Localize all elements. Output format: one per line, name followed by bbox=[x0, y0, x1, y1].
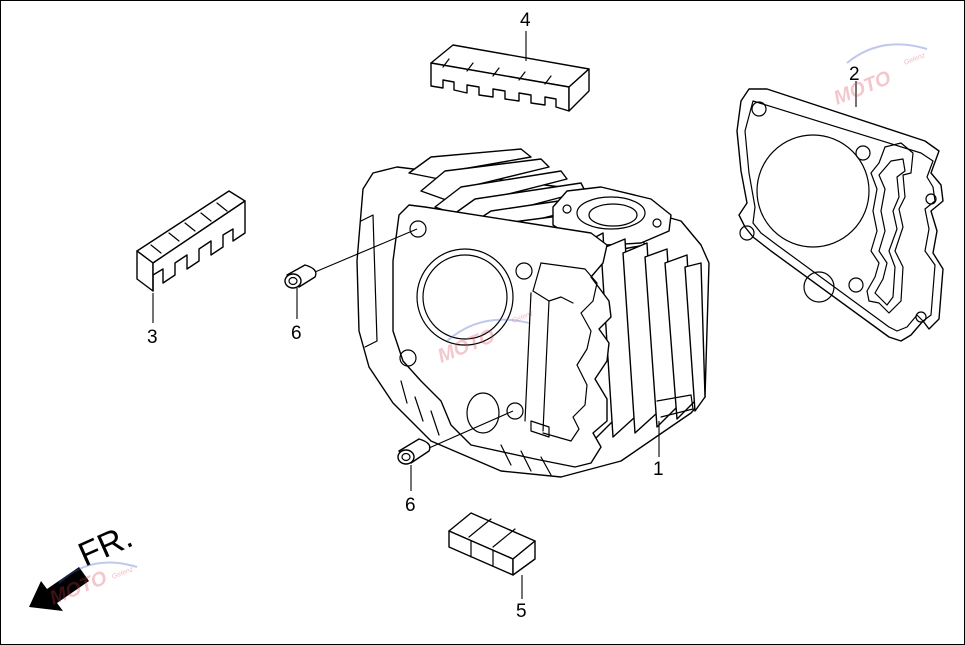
callout-6-lower: 6 bbox=[405, 495, 416, 516]
watermark-logo-text: MOTO bbox=[831, 67, 895, 110]
watermark-subtext: Gelenz bbox=[111, 566, 135, 581]
dowel-pin-lower bbox=[397, 438, 431, 465]
callout-1: 1 bbox=[653, 459, 664, 480]
watermark-subtext: Gelenz bbox=[903, 52, 927, 67]
cylinder-gasket bbox=[736, 88, 944, 342]
front-arrow-icon bbox=[29, 567, 89, 611]
cylinder-body bbox=[356, 148, 710, 478]
callout-5: 5 bbox=[516, 601, 527, 622]
leader-lines bbox=[152, 31, 857, 599]
callout-4: 4 bbox=[520, 10, 531, 31]
rubber-damper-top bbox=[430, 44, 590, 112]
callout-6-upper: 6 bbox=[291, 323, 302, 344]
rubber-damper-bottom bbox=[448, 512, 536, 576]
rubber-damper-left bbox=[136, 190, 246, 292]
dowel-pin-upper bbox=[284, 264, 317, 289]
callout-2: 2 bbox=[849, 64, 860, 85]
watermark-top-right: MOTO Gelenz bbox=[831, 43, 928, 110]
callout-3: 3 bbox=[147, 327, 158, 348]
